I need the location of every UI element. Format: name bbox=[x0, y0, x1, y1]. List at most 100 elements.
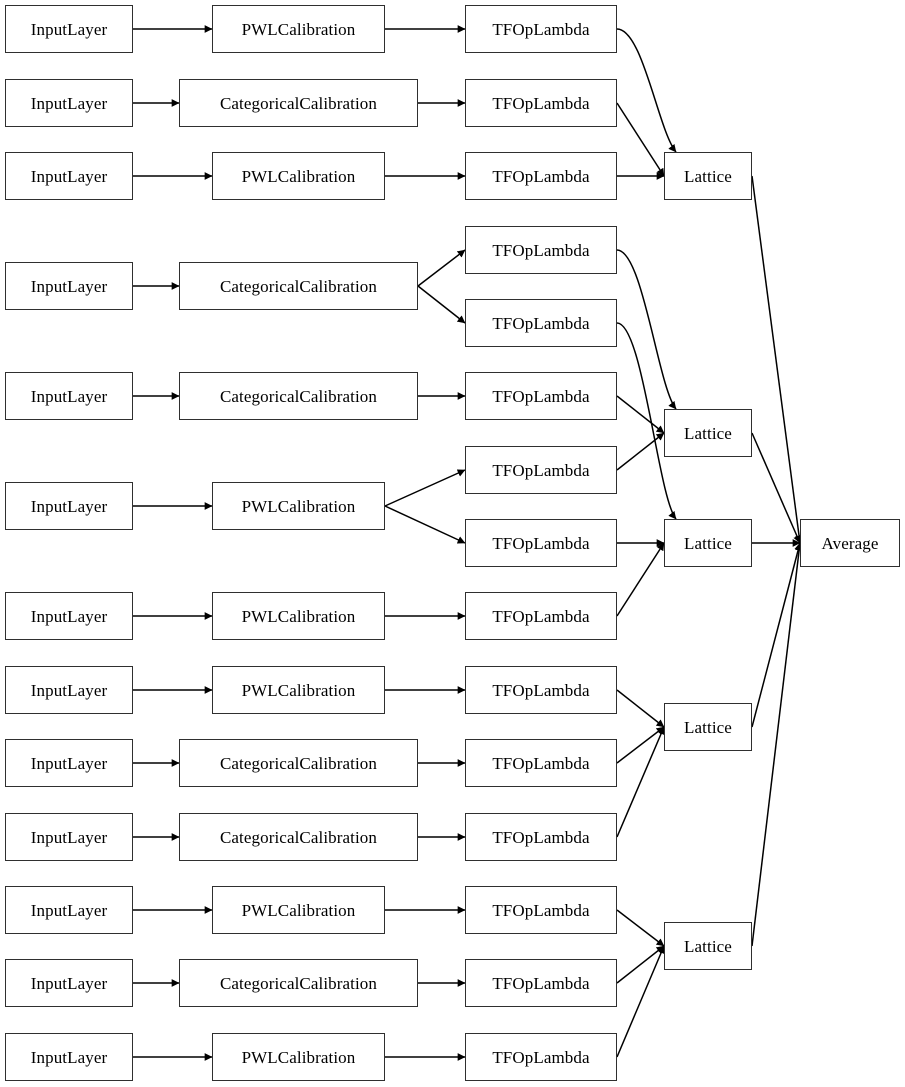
node-cal10[interactable]: CategoricalCalibration bbox=[179, 813, 418, 861]
node-label: InputLayer bbox=[30, 753, 108, 773]
edge-op7-to-lat2 bbox=[616, 432, 665, 471]
node-label: TFOpLambda bbox=[492, 900, 590, 920]
node-label: Lattice bbox=[684, 533, 732, 553]
node-label: TFOpLambda bbox=[492, 753, 590, 773]
node-cal2[interactable]: CategoricalCalibration bbox=[179, 79, 418, 127]
node-lat2[interactable]: Lattice bbox=[664, 409, 752, 457]
node-in10[interactable]: InputLayer bbox=[5, 813, 133, 861]
edge-cal6-to-op7 bbox=[384, 469, 466, 507]
node-op8[interactable]: TFOpLambda bbox=[465, 519, 617, 567]
node-label: InputLayer bbox=[30, 19, 108, 39]
edge-op12-to-lat4 bbox=[616, 726, 665, 838]
node-cal3[interactable]: PWLCalibration bbox=[212, 152, 385, 200]
edge-op15-to-lat5 bbox=[616, 945, 665, 1058]
node-in12[interactable]: InputLayer bbox=[5, 959, 133, 1007]
node-label: Lattice bbox=[684, 936, 732, 956]
node-in4[interactable]: InputLayer bbox=[5, 262, 133, 310]
node-cal5[interactable]: CategoricalCalibration bbox=[179, 372, 418, 420]
node-cal8[interactable]: PWLCalibration bbox=[212, 666, 385, 714]
node-label: CategoricalCalibration bbox=[219, 276, 378, 296]
node-in1[interactable]: InputLayer bbox=[5, 5, 133, 53]
edge-cal6-to-op8 bbox=[384, 505, 466, 544]
node-op13[interactable]: TFOpLambda bbox=[465, 886, 617, 934]
node-op9[interactable]: TFOpLambda bbox=[465, 592, 617, 640]
node-op3[interactable]: TFOpLambda bbox=[465, 152, 617, 200]
node-label: TFOpLambda bbox=[492, 166, 590, 186]
node-op4[interactable]: TFOpLambda bbox=[465, 226, 617, 274]
node-op2[interactable]: TFOpLambda bbox=[465, 79, 617, 127]
node-label: Lattice bbox=[684, 166, 732, 186]
node-op1[interactable]: TFOpLambda bbox=[465, 5, 617, 53]
node-label: PWLCalibration bbox=[241, 900, 356, 920]
node-in5[interactable]: InputLayer bbox=[5, 372, 133, 420]
node-cal6[interactable]: PWLCalibration bbox=[212, 482, 385, 530]
node-op10[interactable]: TFOpLambda bbox=[465, 666, 617, 714]
node-lat4[interactable]: Lattice bbox=[664, 703, 752, 751]
node-label: InputLayer bbox=[30, 166, 108, 186]
node-in13[interactable]: InputLayer bbox=[5, 1033, 133, 1081]
node-label: TFOpLambda bbox=[492, 680, 590, 700]
node-label: InputLayer bbox=[30, 900, 108, 920]
node-lat3[interactable]: Lattice bbox=[664, 519, 752, 567]
node-cal13[interactable]: PWLCalibration bbox=[212, 1033, 385, 1081]
node-cal12[interactable]: CategoricalCalibration bbox=[179, 959, 418, 1007]
node-in2[interactable]: InputLayer bbox=[5, 79, 133, 127]
node-label: TFOpLambda bbox=[492, 19, 590, 39]
node-label: PWLCalibration bbox=[241, 680, 356, 700]
node-label: CategoricalCalibration bbox=[219, 827, 378, 847]
edge-lat1-to-avg bbox=[751, 175, 803, 544]
node-op11[interactable]: TFOpLambda bbox=[465, 739, 617, 787]
edge-op4-to-lat2 bbox=[616, 249, 677, 410]
node-label: TFOpLambda bbox=[492, 386, 590, 406]
node-in11[interactable]: InputLayer bbox=[5, 886, 133, 934]
node-op7[interactable]: TFOpLambda bbox=[465, 446, 617, 494]
node-label: InputLayer bbox=[30, 606, 108, 626]
edge-lat4-to-avg bbox=[751, 542, 802, 728]
node-in7[interactable]: InputLayer bbox=[5, 592, 133, 640]
node-label: InputLayer bbox=[30, 827, 108, 847]
node-op12[interactable]: TFOpLambda bbox=[465, 813, 617, 861]
edge-op14-to-lat5 bbox=[616, 945, 665, 984]
edge-op6-to-lat2 bbox=[616, 395, 665, 434]
node-cal11[interactable]: PWLCalibration bbox=[212, 886, 385, 934]
node-cal1[interactable]: PWLCalibration bbox=[212, 5, 385, 53]
node-label: InputLayer bbox=[30, 973, 108, 993]
node-label: TFOpLambda bbox=[492, 533, 590, 553]
node-label: PWLCalibration bbox=[241, 19, 356, 39]
node-op5[interactable]: TFOpLambda bbox=[465, 299, 617, 347]
node-label: TFOpLambda bbox=[492, 313, 590, 333]
node-lat1[interactable]: Lattice bbox=[664, 152, 752, 200]
node-lat5[interactable]: Lattice bbox=[664, 922, 752, 970]
node-label: PWLCalibration bbox=[241, 1047, 356, 1067]
node-cal4[interactable]: CategoricalCalibration bbox=[179, 262, 418, 310]
edge-op11-to-lat4 bbox=[616, 726, 665, 764]
node-cal7[interactable]: PWLCalibration bbox=[212, 592, 385, 640]
node-label: TFOpLambda bbox=[492, 240, 590, 260]
node-label: InputLayer bbox=[30, 680, 108, 700]
node-label: PWLCalibration bbox=[241, 166, 356, 186]
node-label: CategoricalCalibration bbox=[219, 973, 378, 993]
node-op6[interactable]: TFOpLambda bbox=[465, 372, 617, 420]
node-op14[interactable]: TFOpLambda bbox=[465, 959, 617, 1007]
node-label: TFOpLambda bbox=[492, 93, 590, 113]
node-label: InputLayer bbox=[30, 496, 108, 516]
edge-cal4-to-op4 bbox=[417, 249, 466, 287]
node-label: InputLayer bbox=[30, 276, 108, 296]
node-in9[interactable]: InputLayer bbox=[5, 739, 133, 787]
node-label: CategoricalCalibration bbox=[219, 753, 378, 773]
node-label: CategoricalCalibration bbox=[219, 386, 378, 406]
node-in8[interactable]: InputLayer bbox=[5, 666, 133, 714]
node-in6[interactable]: InputLayer bbox=[5, 482, 133, 530]
edge-op9-to-lat3 bbox=[616, 542, 665, 617]
node-in3[interactable]: InputLayer bbox=[5, 152, 133, 200]
node-avg[interactable]: Average bbox=[800, 519, 900, 567]
edge-op2-to-lat1 bbox=[616, 102, 665, 177]
node-label: Average bbox=[821, 533, 879, 553]
node-label: TFOpLambda bbox=[492, 1047, 590, 1067]
node-label: PWLCalibration bbox=[241, 496, 356, 516]
node-label: TFOpLambda bbox=[492, 460, 590, 480]
node-cal9[interactable]: CategoricalCalibration bbox=[179, 739, 418, 787]
node-op15[interactable]: TFOpLambda bbox=[465, 1033, 617, 1081]
